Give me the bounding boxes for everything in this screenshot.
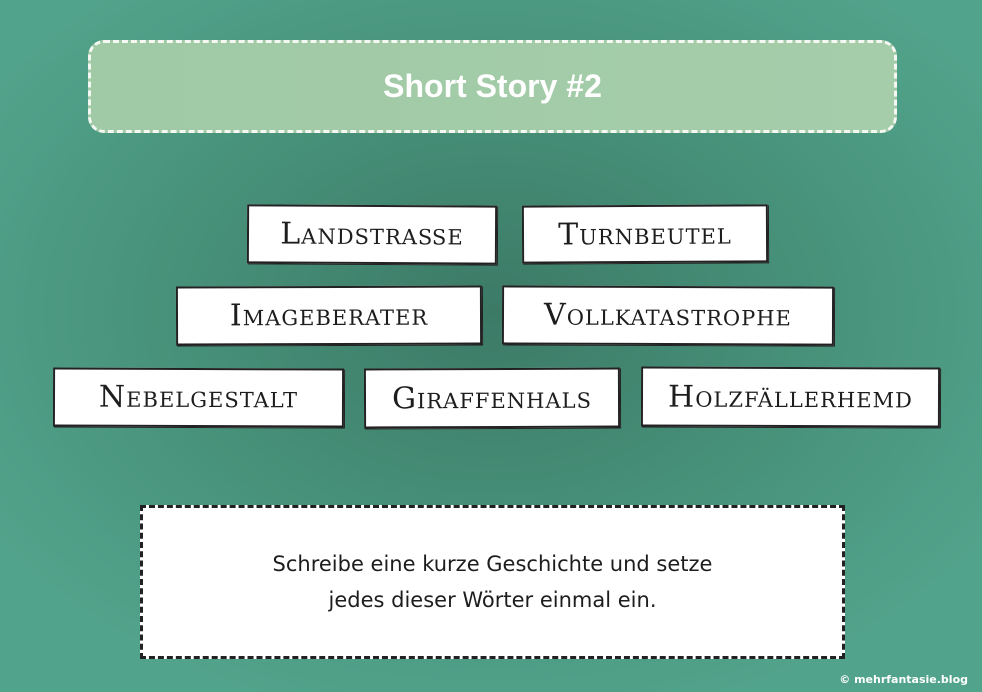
instruction-line: jedes dieser Wörter einmal ein. (328, 588, 657, 612)
word-card: Turnbeutel (521, 204, 769, 264)
word-card: Giraffenhals (363, 367, 621, 429)
word-card: Vollkatastrophe (501, 285, 835, 346)
title-banner: Short Story #2 (88, 40, 897, 133)
instruction-line: Schreibe eine kurze Geschichte und setze (272, 552, 713, 576)
word-card: Holzfällerhemd (640, 366, 941, 428)
instruction-box: Schreibe eine kurze Geschichte und setze… (140, 505, 845, 659)
word-card: Imageberater (175, 285, 483, 346)
copyright-text: © mehrfantasie.blog (839, 673, 968, 686)
word-card: Nebelgestalt (52, 367, 345, 428)
page-title: Short Story #2 (383, 68, 602, 104)
word-card: Landstraße (246, 204, 498, 265)
